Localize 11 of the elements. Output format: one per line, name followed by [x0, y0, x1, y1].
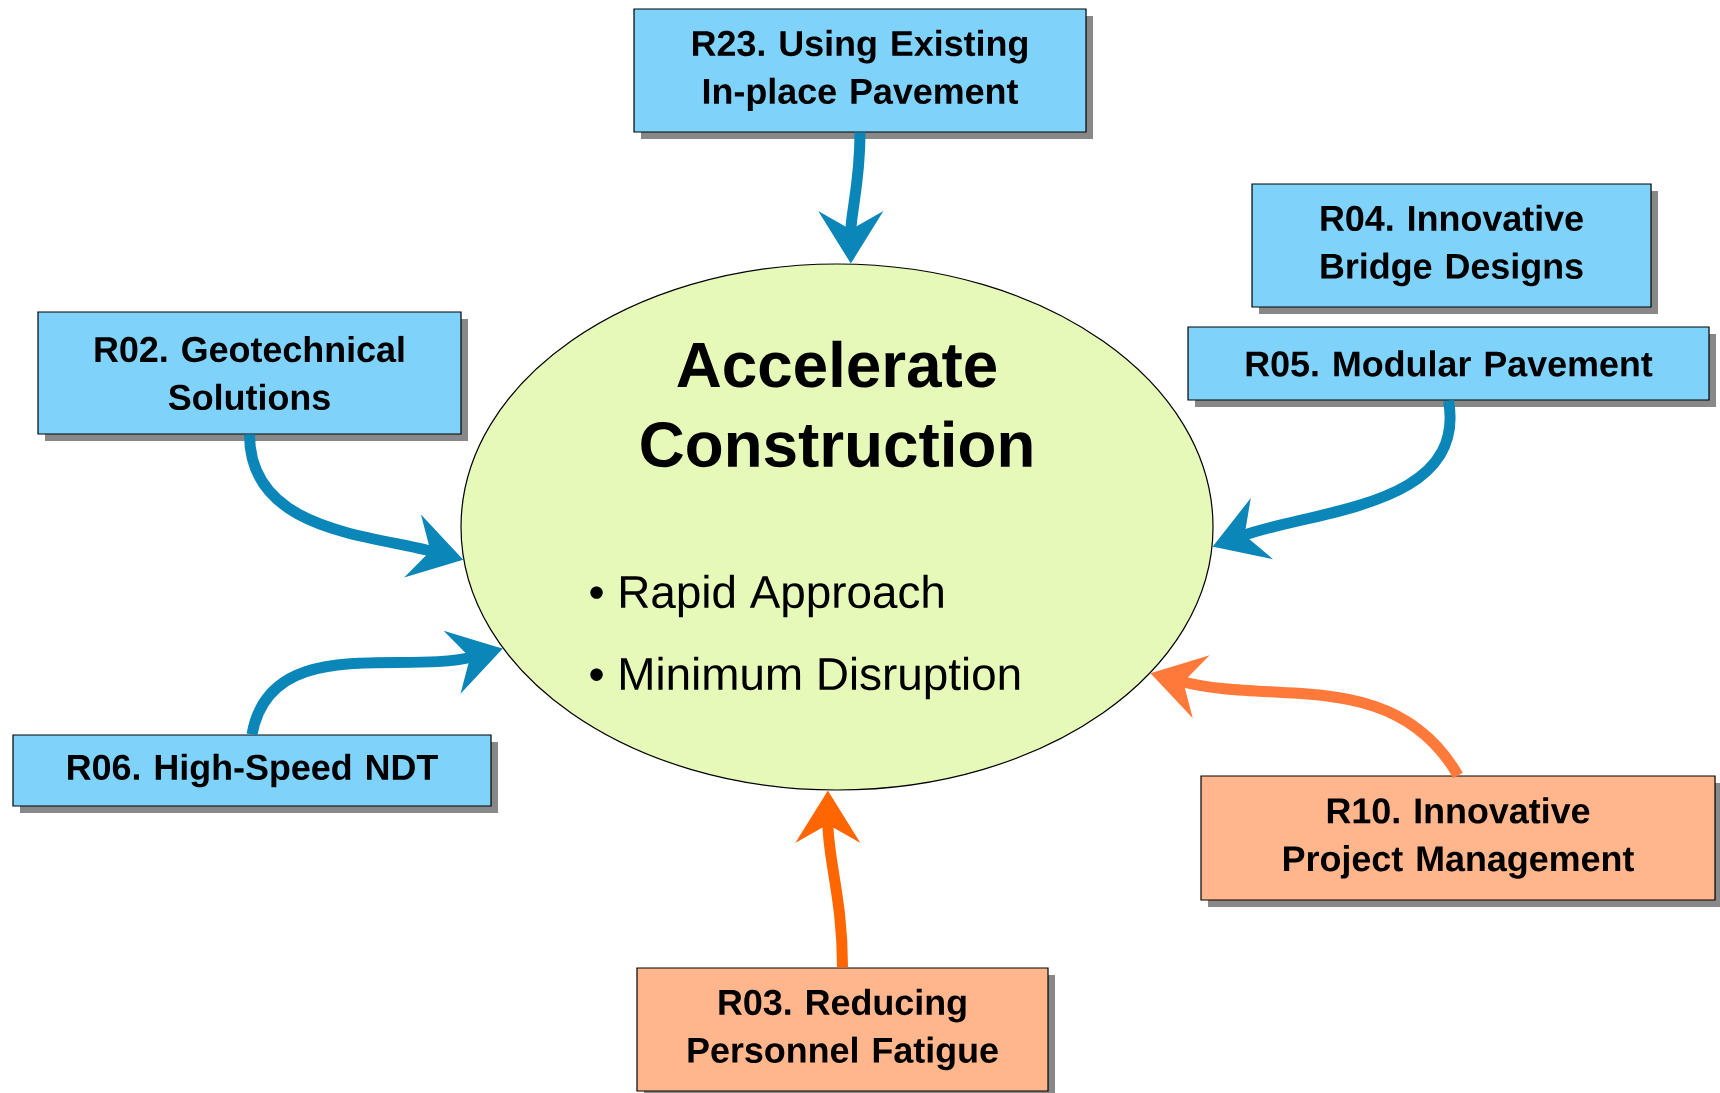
- process-box: R10. Innovative Project Management: [1200, 775, 1720, 907]
- process-box: R04. Innovative Bridge Designs: [1251, 183, 1658, 314]
- process-box: R03. Reducing Personnel Fatigue: [636, 967, 1055, 1093]
- bullet-item: • Rapid Approach: [590, 574, 943, 618]
- process-box: R05. Modular Pavement: [1187, 326, 1716, 407]
- ellipse: [460, 263, 1214, 791]
- bullet-item: • Minimum Disruption: [590, 656, 1020, 700]
- process-box: R02. Geotechnical Solutions: [37, 311, 468, 441]
- process-box: R23. Using Existing In-place Pavement: [633, 8, 1093, 139]
- title: Accelerate Construction: [641, 340, 1032, 468]
- process-box: R06. High-Speed NDT: [12, 734, 498, 813]
